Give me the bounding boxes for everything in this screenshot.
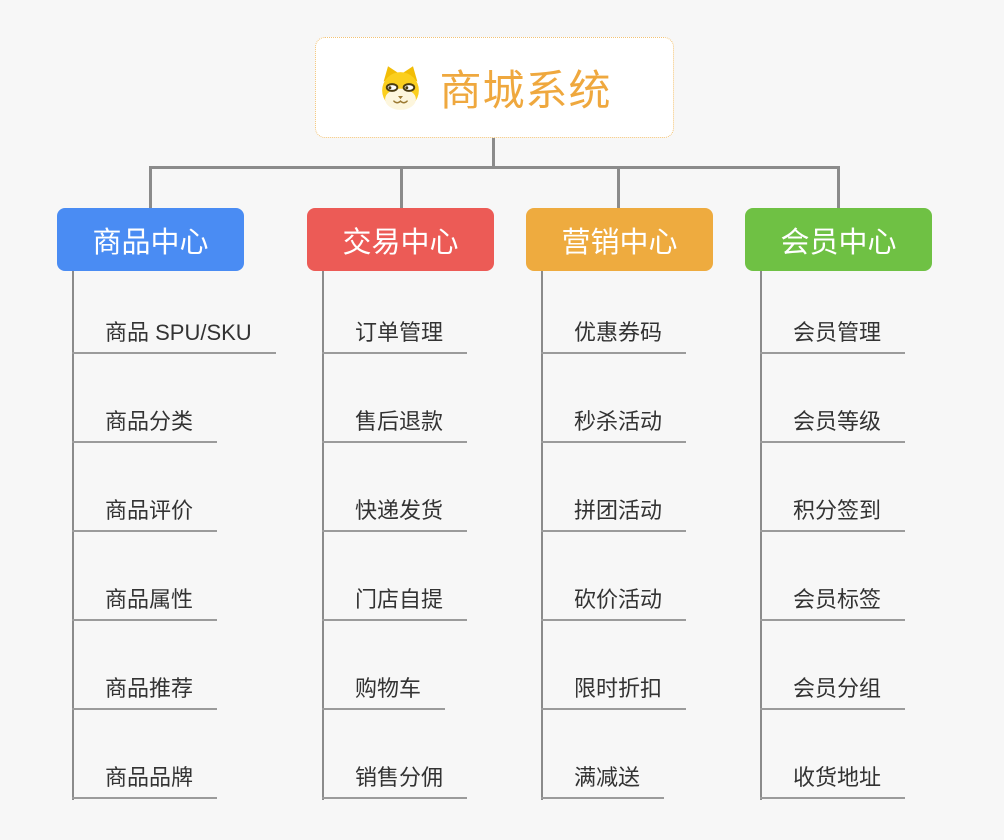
dog-face-icon bbox=[382, 66, 420, 110]
leaf-node[interactable]: 优惠券码 bbox=[541, 310, 687, 354]
leaf-node[interactable]: 满减送 bbox=[541, 755, 665, 799]
leaf-node[interactable]: 快递发货 bbox=[322, 488, 468, 532]
leaf-node[interactable]: 商品分类 bbox=[72, 399, 218, 443]
branch-trunk-line bbox=[760, 271, 762, 800]
leaf-node[interactable]: 商品品牌 bbox=[72, 755, 218, 799]
leaf-node[interactable]: 订单管理 bbox=[322, 310, 468, 354]
leaf-node[interactable]: 限时折扣 bbox=[541, 666, 687, 710]
leaf-node[interactable]: 会员分组 bbox=[760, 666, 906, 710]
branch-box[interactable]: 会员中心 bbox=[745, 208, 932, 271]
branch-box[interactable]: 商品中心 bbox=[57, 208, 244, 271]
branch-box[interactable]: 交易中心 bbox=[307, 208, 494, 271]
leaf-node[interactable]: 商品 SPU/SKU bbox=[72, 310, 276, 354]
root-connector-line bbox=[492, 137, 495, 167]
leaf-node[interactable]: 门店自提 bbox=[322, 577, 468, 621]
leaf-node[interactable]: 砍价活动 bbox=[541, 577, 687, 621]
leaf-node[interactable]: 商品属性 bbox=[72, 577, 218, 621]
bus-connector-line bbox=[149, 166, 839, 169]
leaf-node[interactable]: 收货地址 bbox=[760, 755, 906, 799]
leaf-node[interactable]: 会员标签 bbox=[760, 577, 906, 621]
drop-connector-line bbox=[617, 166, 620, 209]
drop-connector-line bbox=[149, 166, 152, 209]
leaf-node[interactable]: 会员管理 bbox=[760, 310, 906, 354]
leaf-node[interactable]: 会员等级 bbox=[760, 399, 906, 443]
branch-trunk-line bbox=[72, 271, 74, 800]
leaf-node[interactable]: 购物车 bbox=[322, 666, 446, 710]
leaf-node[interactable]: 销售分佣 bbox=[322, 755, 468, 799]
drop-connector-line bbox=[400, 166, 403, 209]
branch-box[interactable]: 营销中心 bbox=[526, 208, 713, 271]
leaf-node[interactable]: 商品评价 bbox=[72, 488, 218, 532]
leaf-node[interactable]: 积分签到 bbox=[760, 488, 906, 532]
leaf-node[interactable]: 商品推荐 bbox=[72, 666, 218, 710]
drop-connector-line bbox=[837, 166, 840, 209]
leaf-node[interactable]: 售后退款 bbox=[322, 399, 468, 443]
leaf-node[interactable]: 拼团活动 bbox=[541, 488, 687, 532]
leaf-node[interactable]: 秒杀活动 bbox=[541, 399, 687, 443]
root-node-mall-system[interactable]: 商城系统 bbox=[315, 37, 674, 138]
branch-trunk-line bbox=[541, 271, 543, 800]
branch-trunk-line bbox=[322, 271, 324, 800]
root-title: 商城系统 bbox=[439, 67, 612, 114]
